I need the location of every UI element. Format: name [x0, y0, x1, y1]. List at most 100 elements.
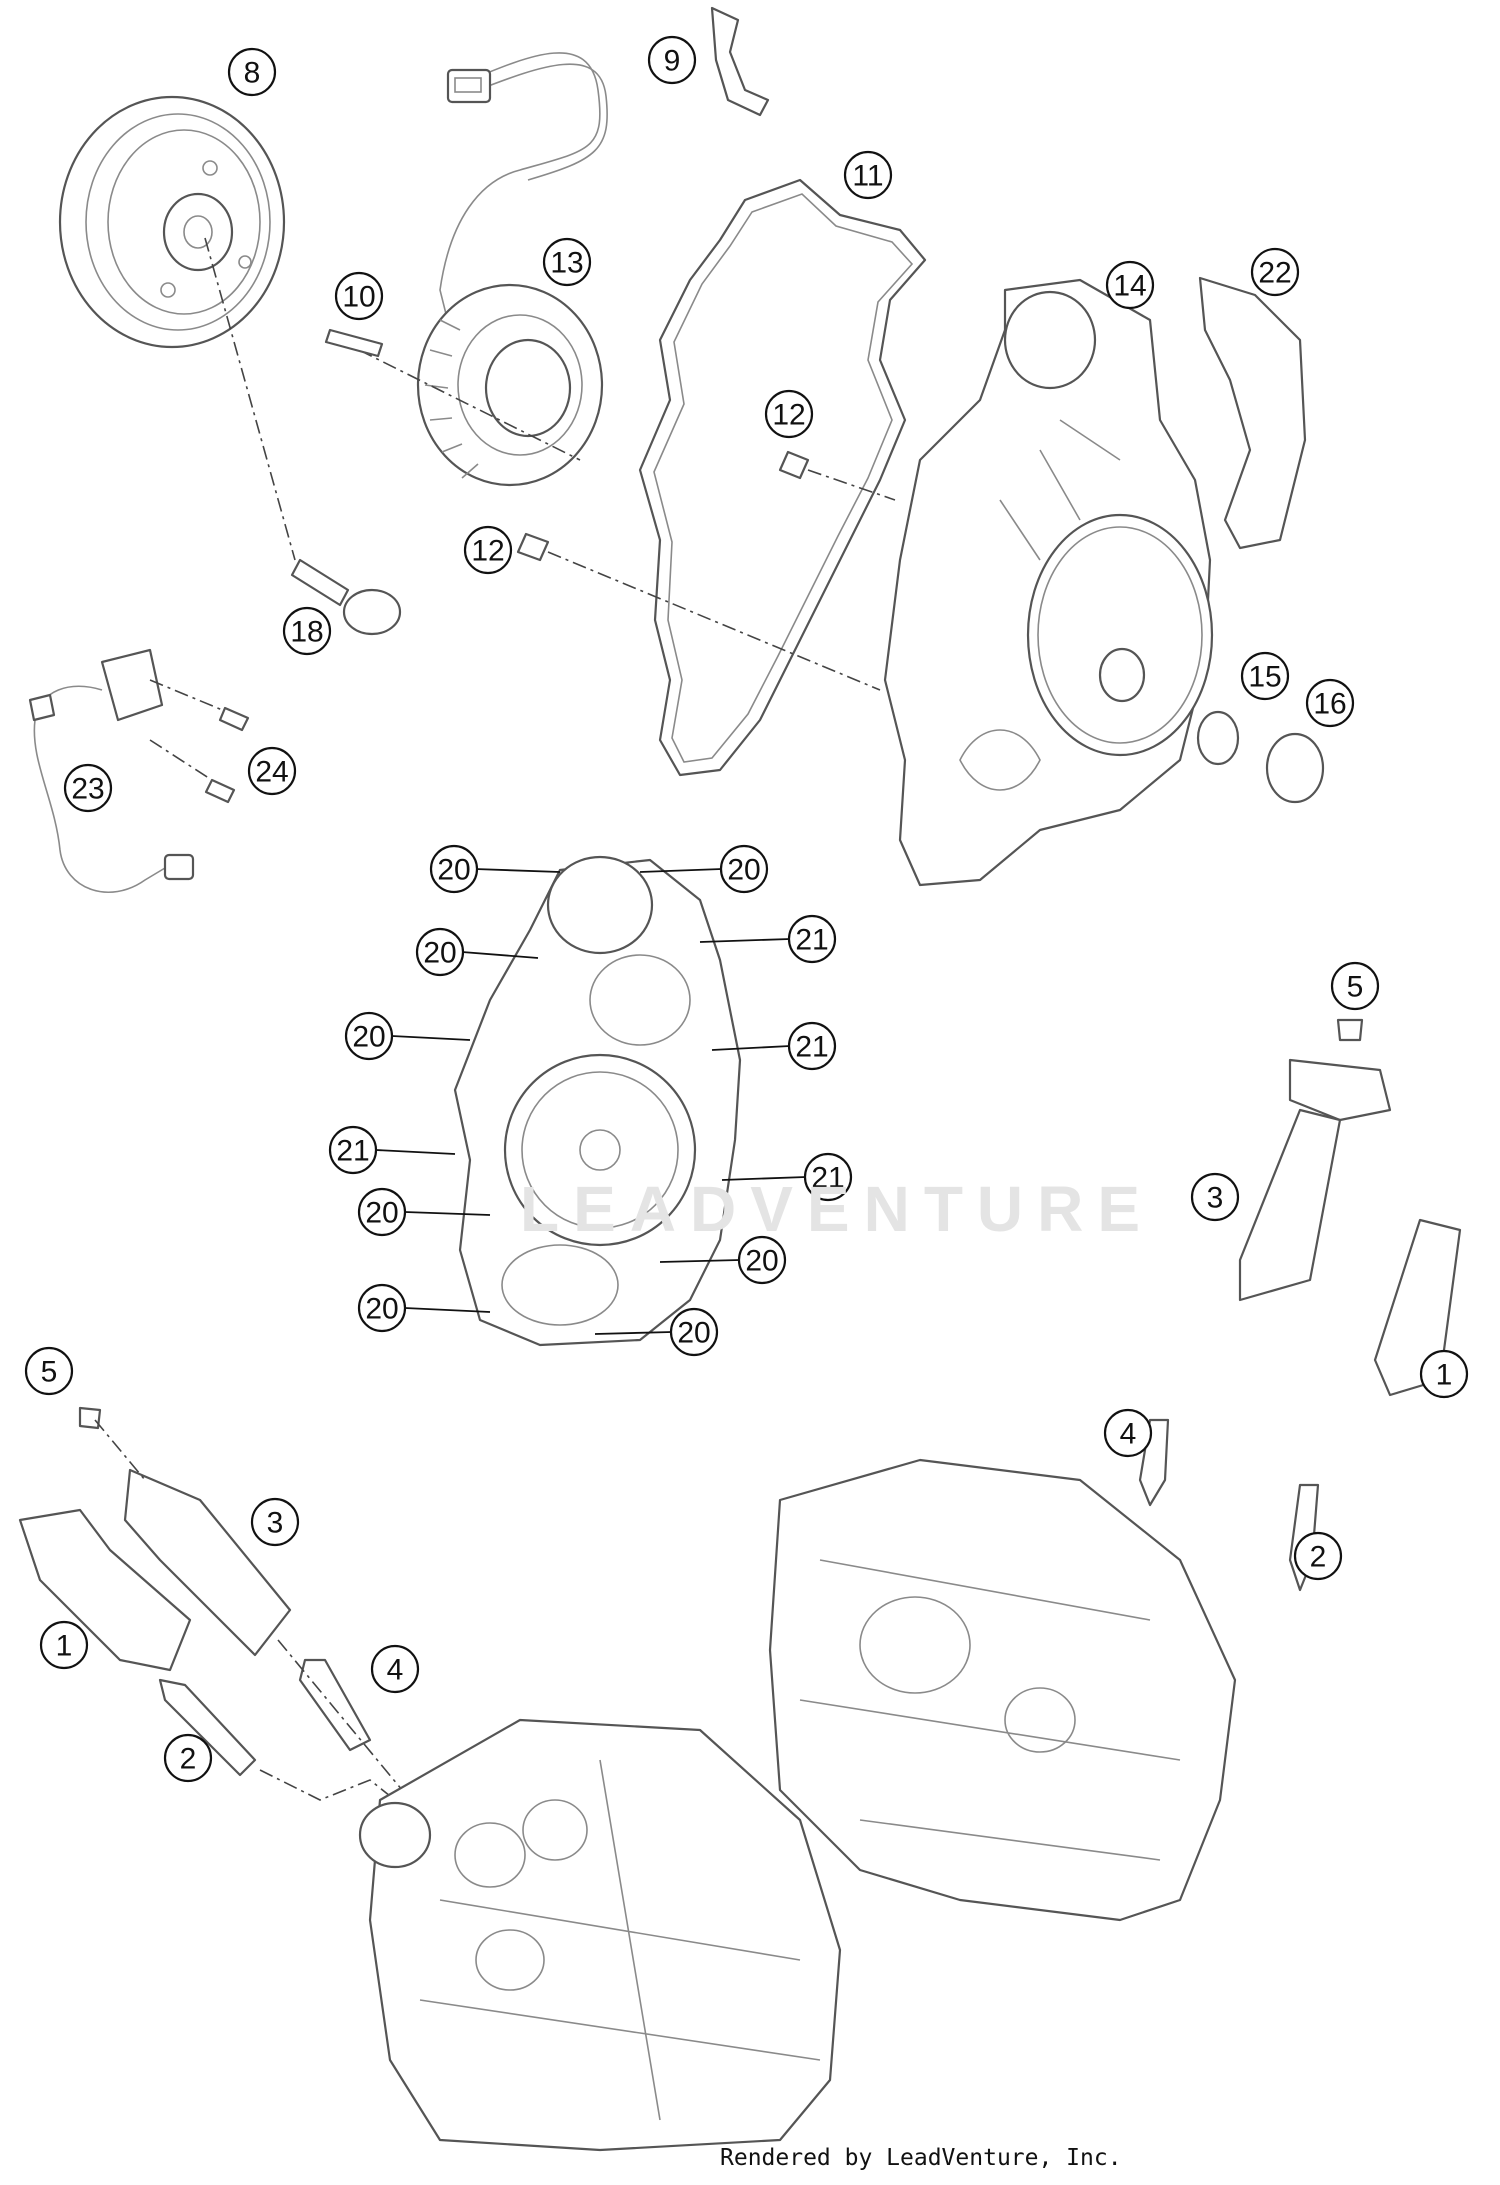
callout-21: 21 — [803, 1152, 853, 1202]
callout-label: 20 — [745, 1245, 778, 1278]
callout-circle — [463, 525, 513, 575]
pickup-sensor-drawing — [28, 648, 195, 894]
callout-circle — [24, 1346, 74, 1396]
callout-5: 5 — [1330, 961, 1380, 1011]
callout-9: 9 — [647, 35, 697, 85]
o-ring-drawing — [1196, 710, 1240, 766]
callout-circle — [1330, 961, 1380, 1011]
callout-label: 14 — [1113, 270, 1146, 303]
callout-circle — [787, 914, 837, 964]
callout-8: 8 — [227, 47, 277, 97]
screw-plug-drawing — [1265, 732, 1325, 804]
callout-circle — [370, 1644, 420, 1694]
callout-10: 10 — [334, 271, 384, 321]
callout-2: 2 — [1293, 1531, 1343, 1581]
callout-21: 21 — [787, 1021, 837, 1071]
callout-20: 20 — [357, 1187, 407, 1237]
callout-label: 20 — [365, 1293, 398, 1326]
callout-label: 9 — [664, 45, 681, 78]
callout-circle — [63, 763, 113, 813]
flywheel-drawing — [58, 95, 286, 349]
sensor-screw-drawing — [204, 778, 236, 804]
callout-label: 11 — [852, 160, 883, 193]
callout-leaders — [375, 868, 807, 1335]
callout-4: 4 — [1103, 1408, 1153, 1458]
callout-circle — [1105, 260, 1155, 310]
stator-wiring-drawing — [439, 52, 608, 331]
callout-2: 2 — [163, 1733, 213, 1783]
callout-3: 3 — [250, 1497, 300, 1547]
water-pump-cover-drawing — [453, 855, 742, 1347]
callout-label: 21 — [795, 924, 828, 957]
callout-label: 20 — [727, 854, 760, 887]
callout-label: 20 — [423, 937, 456, 970]
callout-label: 20 — [677, 1317, 710, 1350]
callout-circle — [247, 746, 297, 796]
flywheel-bolt-drawing — [290, 558, 402, 636]
callout-20: 20 — [415, 927, 465, 977]
callout-label: 3 — [1207, 1182, 1224, 1215]
callout-circle — [1305, 678, 1355, 728]
left-ignition-set-drawing — [18, 1406, 372, 1777]
callout-label: 1 — [56, 1630, 73, 1663]
callout-label: 2 — [1310, 1541, 1327, 1574]
callout-label: 5 — [41, 1356, 58, 1389]
callout-circle — [250, 1497, 300, 1547]
callout-circle — [764, 389, 814, 439]
callout-circle — [737, 1235, 787, 1285]
dowel-pin-drawing — [516, 532, 550, 562]
callout-20: 20 — [344, 1011, 394, 1061]
callout-circle — [1250, 247, 1300, 297]
callout-circle — [415, 927, 465, 977]
callout-circle — [334, 271, 384, 321]
callout-circle — [1190, 1172, 1240, 1222]
callout-18: 18 — [282, 606, 332, 656]
callout-label: 3 — [267, 1507, 284, 1540]
callout-circle — [1240, 651, 1290, 701]
stator-drawing — [416, 283, 604, 487]
callout-circle — [344, 1011, 394, 1061]
callout-circle — [669, 1307, 719, 1357]
front-cylinder-head-drawing — [768, 1458, 1237, 1922]
callout-20: 20 — [669, 1307, 719, 1357]
callout-circle — [227, 47, 277, 97]
callout-circle — [787, 1021, 837, 1071]
callout-3: 3 — [1190, 1172, 1240, 1222]
generator-cover-drawing — [883, 278, 1214, 887]
sensor-screw-drawing — [218, 706, 250, 732]
callout-1: 1 — [1419, 1349, 1469, 1399]
callout-circle — [282, 606, 332, 656]
callout-label: 4 — [1120, 1418, 1137, 1451]
callout-label: 24 — [255, 756, 288, 789]
stator-bolt-drawing — [324, 328, 384, 358]
callout-circle — [328, 1125, 378, 1175]
callout-20: 20 — [737, 1235, 787, 1285]
callout-circle — [647, 35, 697, 85]
dowel-pin-drawing — [778, 450, 810, 480]
callout-12: 12 — [764, 389, 814, 439]
callout-label: 13 — [550, 247, 583, 280]
cover-gasket-drawing — [638, 178, 927, 777]
callout-label: 21 — [336, 1135, 369, 1168]
rear-cylinder-head-drawing — [358, 1718, 842, 2152]
callout-5: 5 — [24, 1346, 74, 1396]
callout-label: 1 — [1436, 1359, 1453, 1392]
callout-circle — [803, 1152, 853, 1202]
callout-20: 20 — [429, 844, 479, 894]
callout-label: 12 — [772, 399, 805, 432]
right-ignition-set-drawing — [1138, 1018, 1462, 1592]
callout-label: 22 — [1258, 257, 1291, 290]
callout-label: 23 — [71, 773, 104, 806]
callout-label: 10 — [342, 281, 375, 314]
callout-22: 22 — [1250, 247, 1300, 297]
callout-label: 21 — [811, 1162, 844, 1195]
callout-circle — [1293, 1531, 1343, 1581]
callout-11: 11 — [843, 150, 893, 200]
callout-23: 23 — [63, 763, 113, 813]
callout-circle — [1419, 1349, 1469, 1399]
callout-circle — [357, 1283, 407, 1333]
callout-circle — [357, 1187, 407, 1237]
callout-circle — [843, 150, 893, 200]
